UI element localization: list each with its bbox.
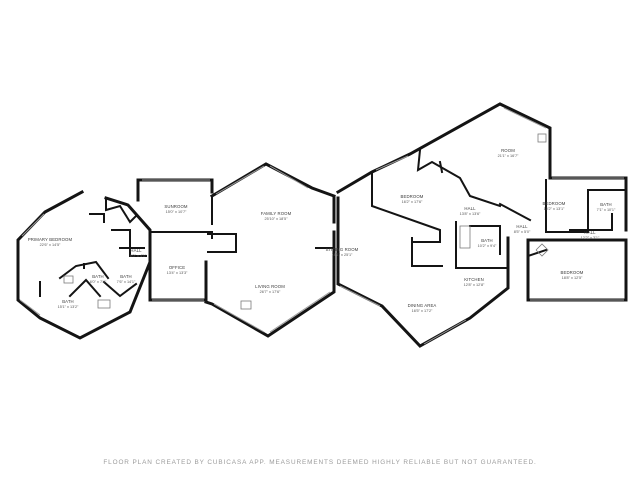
room-dim-living-room: 26'7" x 17'6": [260, 290, 281, 294]
room-name-hall-center: HALL: [464, 206, 476, 211]
room-name-office: OFFICE: [169, 265, 185, 270]
room-name-dining-area: DINING AREA: [408, 303, 437, 308]
room-name-bedroom-east: BEDROOM: [543, 201, 566, 206]
room-name-bath-c: BATH: [62, 299, 74, 304]
room-dim-bath-a: 6'0" x 7'4": [90, 280, 107, 284]
center-hex-walls: [204, 162, 336, 338]
room-dim-sitting-room: 16'1" x 25'1": [332, 253, 353, 257]
room-name-hall-east: HALL: [516, 224, 528, 229]
room-dim-bath-east: 7'1" x 10'1": [597, 208, 616, 212]
room-dim-kitchen: 12'8" x 12'8": [464, 283, 485, 287]
room-name-family-room: FAMILY ROOM: [261, 211, 292, 216]
footer-disclaimer: FLOOR PLAN CREATED BY CUBICASA APP. MEAS…: [103, 459, 537, 466]
room-dim-bedroom-north: 16'2" x 17'6": [402, 200, 423, 204]
room-dim-primary-bedroom: 22'6" x 14'5": [40, 243, 61, 247]
room-dim-office: 13'4" x 13'3": [167, 271, 188, 275]
room-name-bath-b: BATH: [120, 274, 132, 279]
room-name-hall-west: HALL: [130, 248, 142, 253]
room-name-bedroom-se: BEDROOM: [561, 270, 584, 275]
room-name-hall-far-east: HALL: [584, 230, 596, 235]
sunroom-office-walls: [136, 178, 214, 302]
east-wing-walls: [335, 102, 628, 348]
room-name-sunroom: SUNROOM: [164, 204, 187, 209]
room-name-bedroom-north: BEDROOM: [401, 194, 424, 199]
room-dim-hall-center: 13'8" x 13'6": [460, 212, 481, 216]
room-name-living-room: LIVING ROOM: [255, 284, 285, 289]
room-dim-hall-east: 8'5" x 5'0": [514, 230, 531, 234]
room-dim-sunroom: 15'0" x 10'7": [166, 210, 187, 214]
room-name-bath-east: BATH: [600, 202, 612, 207]
room-dim-bath-b: 7'6" x 14'1": [117, 280, 136, 284]
room-dim-bath-c: 15'1" x 13'2": [58, 305, 79, 309]
room-dim-family-room: 25'10" x 18'5": [265, 217, 289, 221]
room-name-bath-center: BATH: [481, 238, 493, 243]
room-name-kitchen: KITCHEN: [464, 277, 484, 282]
room-dim-hall-west: 5'0" x 4'1": [130, 254, 147, 258]
room-dim-hall-far-east: 12'2" x 3'1": [581, 236, 600, 240]
room-name-sitting-room: SITTING ROOM: [326, 247, 359, 252]
room-dim-dining-area: 16'5" x 17'2": [412, 309, 433, 313]
room-dim-bedroom-se: 18'8" x 12'5": [562, 276, 583, 280]
west-wing-walls: [16, 189, 152, 340]
room-name-room-ne: ROOM: [501, 148, 515, 153]
room-name-bath-a: BATH: [92, 274, 104, 279]
room-dim-room-ne: 21'1" x 16'7": [498, 154, 519, 158]
room-dim-bedroom-east: 10'2" x 13'1": [544, 207, 565, 211]
room-name-primary-bedroom: PRIMARY BEDROOM: [28, 237, 73, 242]
room-dim-bath-center: 10'2" x 9'4": [478, 244, 497, 248]
room-labels: PRIMARY BEDROOM 22'6" x 14'5" SUNROOM 15…: [28, 148, 616, 313]
